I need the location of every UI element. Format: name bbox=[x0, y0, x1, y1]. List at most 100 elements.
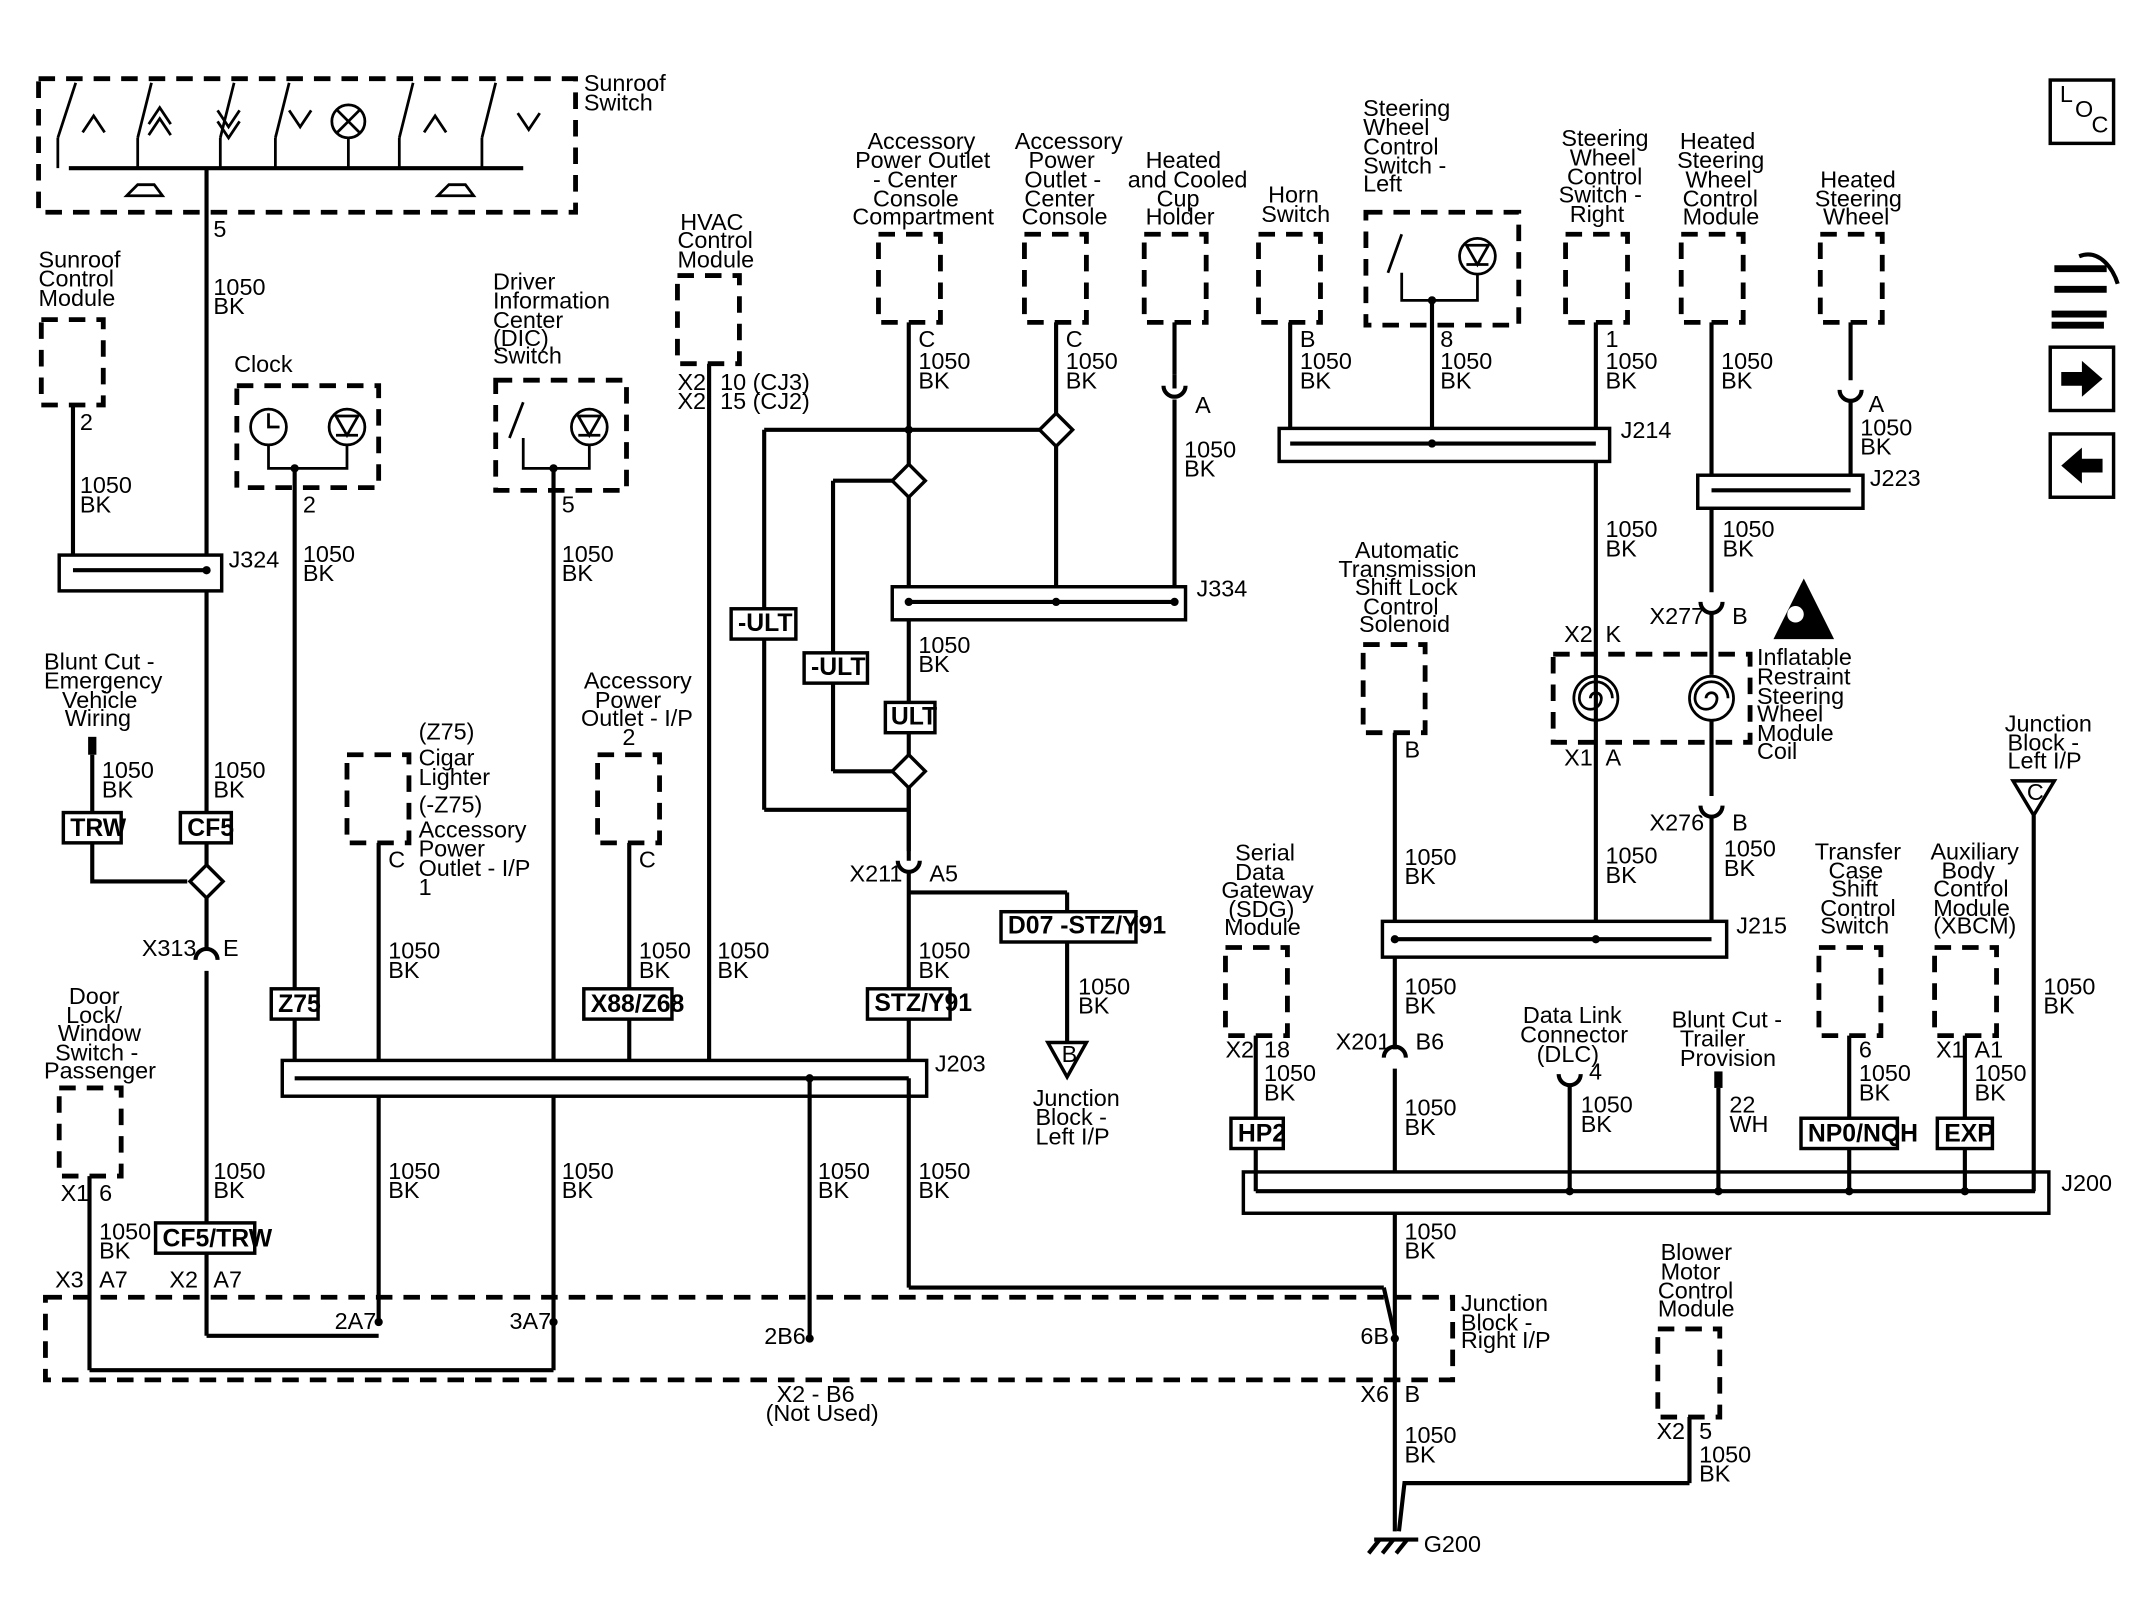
svg-text:C: C bbox=[918, 326, 935, 352]
svg-text:1050: 1050 bbox=[639, 938, 691, 964]
svg-text:Blower: Blower bbox=[1661, 1239, 1733, 1265]
svg-text:(DIC): (DIC) bbox=[493, 325, 549, 351]
svg-text:BK: BK bbox=[1066, 367, 1098, 393]
svg-text:Wheel: Wheel bbox=[1363, 114, 1429, 140]
svg-text:C: C bbox=[1066, 326, 1083, 352]
connector-X277: X277 bbox=[1650, 603, 1705, 629]
svg-text:1050: 1050 bbox=[1859, 1060, 1911, 1086]
svg-text:Steering: Steering bbox=[1561, 125, 1648, 151]
svg-text:Power: Power bbox=[1029, 147, 1096, 173]
svg-text:1050: 1050 bbox=[918, 1158, 970, 1184]
svg-text:1050: 1050 bbox=[1404, 1094, 1456, 1120]
heated-steering-wheel-control-module: Heated Steering Wheel Control Module 105… bbox=[1677, 128, 1773, 593]
svg-text:1050: 1050 bbox=[388, 1158, 440, 1184]
arrow-right-icon bbox=[2061, 360, 2103, 397]
svg-text:1050: 1050 bbox=[1724, 836, 1776, 862]
svg-text:(Not Used): (Not Used) bbox=[766, 1400, 879, 1426]
svg-text:BK: BK bbox=[1184, 456, 1216, 482]
svg-text:B: B bbox=[1732, 809, 1748, 835]
svg-text:BK: BK bbox=[80, 491, 112, 517]
previous-page-button[interactable] bbox=[2048, 432, 2116, 499]
svg-text:Cigar: Cigar bbox=[419, 745, 475, 771]
svg-text:Gateway: Gateway bbox=[1221, 877, 1314, 903]
svg-text:Module: Module bbox=[1683, 204, 1760, 230]
svg-text:STZ/Y91: STZ/Y91 bbox=[874, 990, 972, 1017]
svg-text:CF5: CF5 bbox=[187, 815, 234, 842]
svg-text:1050: 1050 bbox=[562, 1158, 614, 1184]
svg-text:BK: BK bbox=[1440, 367, 1472, 393]
svg-text:Control: Control bbox=[1658, 1278, 1733, 1304]
svg-text:Data: Data bbox=[1235, 859, 1285, 885]
hvac-control-module: HVAC Control Module X2 10 (CJ3) X2 15 (C… bbox=[675, 209, 810, 1079]
svg-text:1050: 1050 bbox=[1975, 1060, 2027, 1086]
svg-text:(Z75): (Z75) bbox=[419, 719, 475, 745]
svg-text:Passenger: Passenger bbox=[44, 1057, 156, 1083]
svg-text:BK: BK bbox=[1264, 1079, 1296, 1105]
heated-cooled-cup-holder: Heated and Cooled Cup Holder A 1050 BK bbox=[1128, 147, 1247, 602]
svg-text:1050: 1050 bbox=[1605, 348, 1657, 374]
svg-text:G200: G200 bbox=[1424, 1531, 1481, 1557]
svg-text:TRW: TRW bbox=[70, 815, 127, 842]
splice-J223: J223 bbox=[1870, 465, 1921, 491]
svg-text:B6: B6 bbox=[1415, 1028, 1444, 1054]
svg-text:Cup: Cup bbox=[1157, 186, 1200, 212]
dic-switch: Driver Information Center (DIC) Switch 5… bbox=[493, 268, 629, 1371]
svg-text:5: 5 bbox=[562, 491, 575, 517]
svg-text:1050: 1050 bbox=[918, 938, 970, 964]
svg-text:C: C bbox=[2092, 111, 2109, 137]
svg-text:1050: 1050 bbox=[1066, 348, 1118, 374]
sunroof-switch: Sunroof Switch 5 1050 BK bbox=[36, 70, 666, 882]
svg-text:B: B bbox=[1732, 603, 1748, 629]
svg-text:Blunt Cut -: Blunt Cut - bbox=[44, 648, 155, 674]
svg-text:C: C bbox=[2027, 779, 2044, 805]
svg-text:BK: BK bbox=[1860, 434, 1892, 460]
loc-button[interactable]: L O C bbox=[2048, 78, 2116, 146]
svg-text:3A7: 3A7 bbox=[509, 1308, 551, 1334]
svg-text:Control: Control bbox=[39, 266, 114, 292]
svg-text:A7: A7 bbox=[99, 1267, 128, 1293]
connector-view-icon[interactable] bbox=[2051, 252, 2120, 329]
svg-text:15 (CJ2): 15 (CJ2) bbox=[720, 388, 810, 414]
svg-text:Restraint: Restraint bbox=[1757, 664, 1851, 690]
svg-text:BK: BK bbox=[388, 1177, 420, 1203]
svg-text:BK: BK bbox=[918, 1177, 950, 1203]
svg-text:10 (CJ3): 10 (CJ3) bbox=[720, 369, 810, 395]
svg-text:Holder: Holder bbox=[1146, 204, 1215, 230]
svg-text:1050: 1050 bbox=[1860, 414, 1912, 440]
svg-text:5: 5 bbox=[213, 216, 226, 242]
svg-text:BK: BK bbox=[1581, 1111, 1613, 1137]
svg-text:Control: Control bbox=[1567, 164, 1642, 190]
svg-text:Junction: Junction bbox=[1461, 1290, 1548, 1316]
svg-text:Module: Module bbox=[1933, 895, 2010, 921]
svg-text:BK: BK bbox=[1605, 862, 1637, 888]
svg-text:Control: Control bbox=[1363, 133, 1438, 159]
svg-text:5: 5 bbox=[1699, 1418, 1712, 1444]
svg-text:A1: A1 bbox=[1975, 1037, 2004, 1063]
svg-text:1050: 1050 bbox=[1078, 973, 1130, 999]
svg-text:Body: Body bbox=[1941, 858, 1995, 884]
svg-text:Block -: Block - bbox=[1461, 1309, 1533, 1335]
svg-text:EXP: EXP bbox=[1944, 1121, 1994, 1148]
svg-text:Accessory: Accessory bbox=[1015, 128, 1123, 154]
svg-text:Wiring: Wiring bbox=[65, 705, 131, 731]
svg-text:Control: Control bbox=[1933, 876, 2008, 902]
cigar-lighter: (Z75) Cigar Lighter (-Z75) Accessory Pow… bbox=[344, 719, 530, 1323]
svg-text:Center: Center bbox=[1024, 186, 1094, 212]
svg-text:A: A bbox=[1868, 391, 1884, 417]
svg-text:CF5/TRW: CF5/TRW bbox=[162, 1225, 272, 1252]
svg-text:1050: 1050 bbox=[818, 1158, 870, 1184]
clock: Clock 2 1050 BK Z75 bbox=[234, 351, 382, 1079]
svg-text:1050: 1050 bbox=[1440, 348, 1492, 374]
svg-text:1050: 1050 bbox=[1605, 516, 1657, 542]
svg-text:Module: Module bbox=[677, 246, 754, 272]
svg-text:-ULT: -ULT bbox=[811, 654, 866, 681]
svg-text:1050: 1050 bbox=[80, 472, 132, 498]
svg-text:BK: BK bbox=[1721, 367, 1753, 393]
svg-text:X1: X1 bbox=[1564, 745, 1593, 771]
svg-text:Connector: Connector bbox=[1520, 1022, 1628, 1048]
next-page-button[interactable] bbox=[2048, 345, 2116, 413]
svg-text:2: 2 bbox=[303, 491, 316, 517]
svg-text:ULT: ULT bbox=[891, 703, 937, 730]
connector-X313: X313 bbox=[142, 935, 197, 961]
